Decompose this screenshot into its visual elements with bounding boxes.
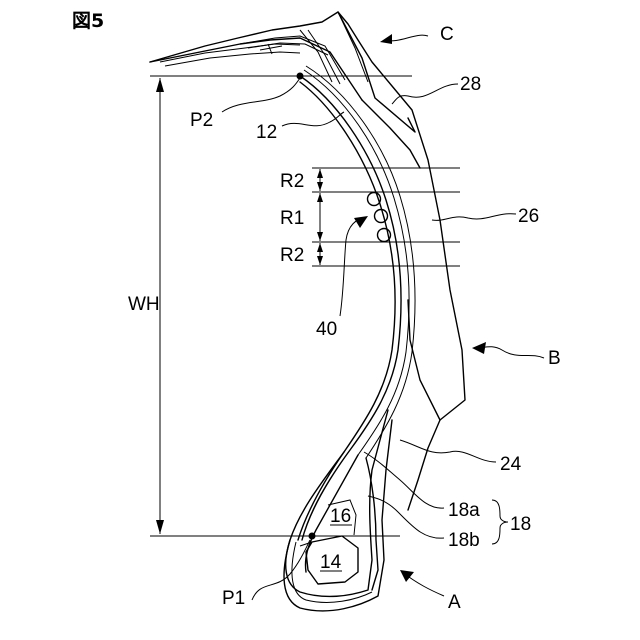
- label-r2-bottom: R2: [280, 245, 304, 266]
- label-p2: P2: [190, 110, 213, 131]
- dimension-arrows: [156, 78, 323, 534]
- reference-lines: [150, 76, 460, 536]
- label-c: C: [440, 24, 454, 45]
- label-r2-top: R2: [280, 171, 304, 192]
- label-wh: WH: [128, 294, 160, 315]
- label-26: 26: [518, 206, 539, 227]
- label-r1: R1: [280, 208, 304, 229]
- label-a: A: [448, 592, 461, 613]
- label-b: B: [548, 348, 561, 369]
- label-40: 40: [316, 319, 337, 340]
- circle-2: [375, 210, 388, 223]
- label-18: 18: [510, 514, 531, 535]
- label-24: 24: [500, 454, 522, 475]
- label-p1: P1: [222, 588, 245, 609]
- label-14: 14: [320, 552, 342, 573]
- figure-label: 図5: [72, 10, 104, 32]
- label-12: 12: [256, 122, 277, 143]
- label-18a: 18a: [448, 500, 480, 521]
- label-18b: 18b: [448, 530, 480, 551]
- brace-18: [492, 500, 508, 544]
- label-16: 16: [330, 506, 351, 527]
- label-28: 28: [460, 74, 481, 95]
- point-p1: [309, 533, 316, 540]
